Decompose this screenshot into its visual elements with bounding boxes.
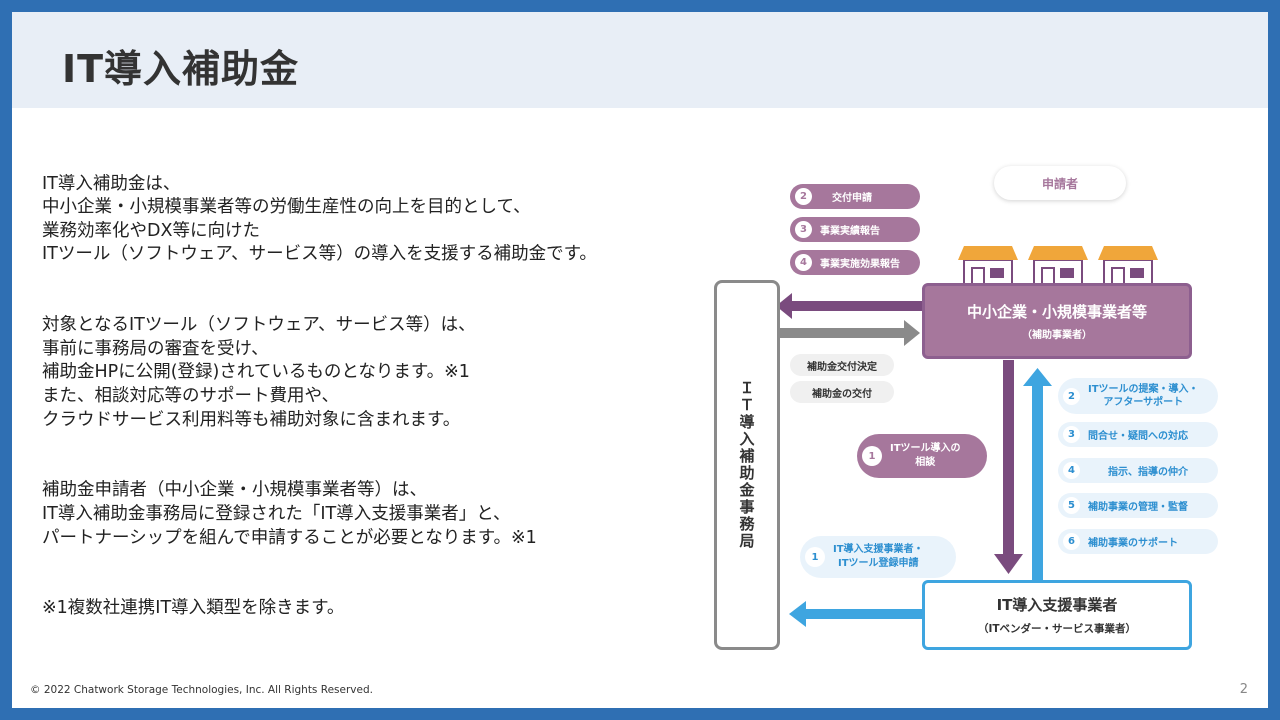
step-label: ITツールの提案・導入・ アフターサポート: [1088, 384, 1199, 408]
step-project-management: 5 補助事業の管理・監督: [1058, 493, 1218, 518]
vendor-subtitle: （ITベンダー・サービス事業者）: [977, 623, 1137, 635]
office-label: ＩＴ導入補助金事務局: [737, 380, 756, 550]
page-number: 2: [1239, 682, 1248, 697]
step-label: 事業実績報告: [820, 226, 880, 237]
step-grant-application: 2 交付申請: [790, 184, 920, 209]
sme-box: 中小企業・小規模事業者等 （補助事業者）: [922, 283, 1192, 359]
step-label: 補助事業の管理・監督: [1088, 502, 1188, 513]
slide-title: IT導入補助金: [62, 47, 300, 91]
applicant-label-text: 申請者: [1041, 176, 1078, 191]
step-label: ITツール導入の 相談: [890, 443, 961, 468]
register-arrow: [789, 601, 922, 627]
paragraph-tools: 対象となるITツール（ソフトウェア、サービス等）は、 事前に事務局の審査を受け、…: [42, 315, 476, 430]
step-number: 3: [795, 221, 812, 238]
shop-icon: [958, 246, 1018, 289]
step-number: 5: [1063, 497, 1080, 514]
step-number: 3: [1063, 426, 1080, 443]
report-arrow: [776, 293, 922, 319]
step-consult: 1 ITツール導入の 相談: [857, 434, 987, 478]
sme-subtitle: （補助事業者）: [1022, 330, 1092, 341]
step-label: 事業実施効果報告: [820, 259, 900, 270]
office-action-text: 補助金の交付: [812, 388, 872, 400]
shop-icon: [1098, 246, 1158, 289]
step-effect-report: 4 事業実施効果報告: [790, 250, 920, 275]
step-project-support: 6 補助事業のサポート: [1058, 529, 1218, 554]
step-number: 1: [862, 446, 882, 466]
step-number: 6: [1063, 533, 1080, 550]
step-number: 2: [795, 188, 812, 205]
step-label: IT導入支援事業者・ ITツール登録申請: [833, 544, 924, 569]
slide: IT導入補助金 IT導入補助金は、 中小企業・小規模事業者等の労働生産性の向上を…: [12, 12, 1268, 708]
vendor-title: IT導入支援事業者: [996, 596, 1118, 614]
step-label: 交付申請: [832, 193, 872, 204]
step-instruction-mediation: 4 指示、指導の仲介: [1058, 458, 1218, 483]
vendor-box: IT導入支援事業者 （ITベンダー・サービス事業者）: [922, 580, 1192, 650]
office-box: ＩＴ導入補助金事務局: [714, 280, 780, 650]
step-inquiry-response: 3 問合せ・疑問への対応: [1058, 422, 1218, 447]
step-result-report: 3 事業実績報告: [790, 217, 920, 242]
paragraph-intro: IT導入補助金は、 中小企業・小規模事業者等の労働生産性の向上を目的として、 業…: [42, 173, 597, 265]
step-vendor-registration: 1 IT導入支援事業者・ ITツール登録申請: [800, 536, 956, 578]
step-number: 1: [805, 547, 825, 567]
step-number: 4: [795, 254, 812, 271]
paragraph-note: ※1複数社連携IT導入類型を除きます。: [42, 598, 345, 619]
body-text: IT導入補助金は、 中小企業・小規模事業者等の労働生産性の向上を目的として、 業…: [42, 149, 692, 668]
support-up-arrow: [1023, 368, 1052, 582]
subsidy-payment-label: 補助金の交付: [790, 381, 894, 403]
consult-down-arrow: [994, 360, 1023, 574]
subsidy-flow-diagram: 申請者 2 交付申請 3 事業実績報告 4 事業実施効果報告: [692, 150, 1252, 650]
step-number: 2: [1063, 387, 1080, 405]
step-tool-proposal: 2 ITツールの提案・導入・ アフターサポート: [1058, 378, 1218, 414]
step-number: 4: [1063, 462, 1080, 479]
subsidy-decision-label: 補助金交付決定: [790, 354, 894, 376]
diagram-arrows: [770, 293, 1052, 627]
step-label: 指示、指導の仲介: [1108, 467, 1188, 478]
step-label: 補助事業のサポート: [1088, 538, 1178, 549]
paragraph-applicant: 補助金申請者（中小企業・小規模事業者等）は、 IT導入補助金事務局に登録された「…: [42, 480, 537, 548]
applicant-label: 申請者: [994, 166, 1126, 200]
slide-header: IT導入補助金: [12, 12, 1268, 108]
sme-title: 中小企業・小規模事業者等: [966, 303, 1147, 321]
shop-icon: [1028, 246, 1088, 289]
copyright-footer: © 2022 Chatwork Storage Technologies, In…: [30, 684, 373, 696]
step-label: 問合せ・疑問への対応: [1088, 431, 1188, 442]
subsidy-payment-arrow: [770, 320, 920, 346]
office-action-text: 補助金交付決定: [807, 361, 877, 373]
